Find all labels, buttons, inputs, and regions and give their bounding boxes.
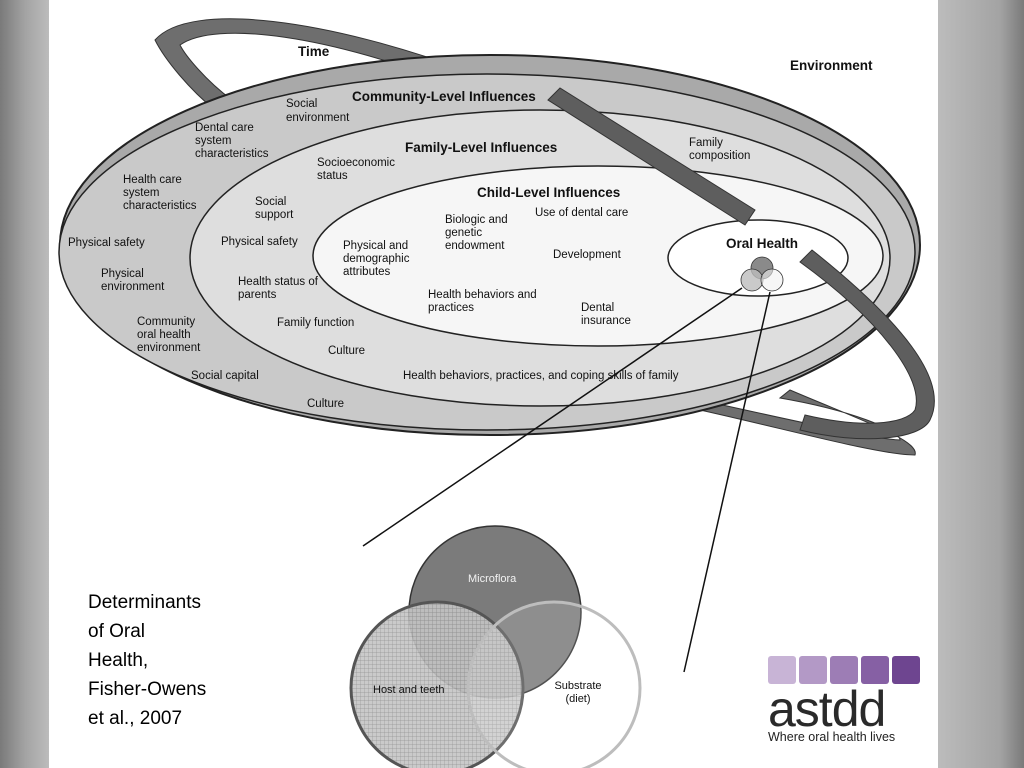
time-band-front [547, 87, 756, 226]
microflora-label: Microflora [468, 573, 517, 585]
family-header: Family-Level Influences [405, 140, 557, 155]
oral-health-label: Oral Health [726, 236, 798, 251]
mini-venn [740, 256, 784, 292]
pointer-line-right [683, 291, 771, 673]
caption-line: Determinants [88, 592, 201, 613]
child-header: Child-Level Influences [477, 185, 620, 200]
logo-squares [768, 656, 928, 684]
host-label: Host and teeth [373, 684, 445, 696]
family-item: Physical safety [221, 236, 298, 248]
substrate-circle [466, 600, 642, 768]
logo-square [830, 656, 858, 684]
environment-label: Environment [790, 58, 873, 73]
caption-line: of Oral [88, 621, 146, 642]
family-item: Family function [277, 317, 354, 329]
figure-caption: Determinants of Oral Health, Fisher-Owen… [88, 588, 248, 733]
caption-line: Health, [88, 650, 149, 671]
community-item: Physical safety [68, 237, 145, 249]
community-item: Social capital [191, 370, 259, 382]
logo-square [768, 656, 796, 684]
logo-square [799, 656, 827, 684]
logo-square [892, 656, 920, 684]
venn-diagram: Microflora Host and teeth Substrate(diet… [349, 525, 642, 768]
family-item: Health behaviors, practices, and coping … [403, 370, 679, 382]
child-item: Use of dental care [535, 207, 628, 219]
caption-line: et al., 2007 [88, 708, 183, 729]
time-label: Time [298, 44, 330, 59]
child-item: Development [553, 249, 622, 261]
logo-square [861, 656, 889, 684]
community-item: Culture [307, 398, 344, 410]
community-header: Community-Level Influences [352, 89, 536, 104]
astdd-logo: astdd Where oral health lives [768, 656, 928, 756]
family-item: Culture [328, 345, 365, 357]
time-band-front-lower [799, 249, 935, 440]
pointer-line-left [362, 287, 743, 547]
substrate-label: Substrate(diet) [554, 680, 601, 705]
logo-wordmark: astdd [768, 681, 886, 737]
logo-tagline: Where oral health lives [768, 730, 896, 744]
caption-line: Fisher-Owens [88, 679, 207, 700]
